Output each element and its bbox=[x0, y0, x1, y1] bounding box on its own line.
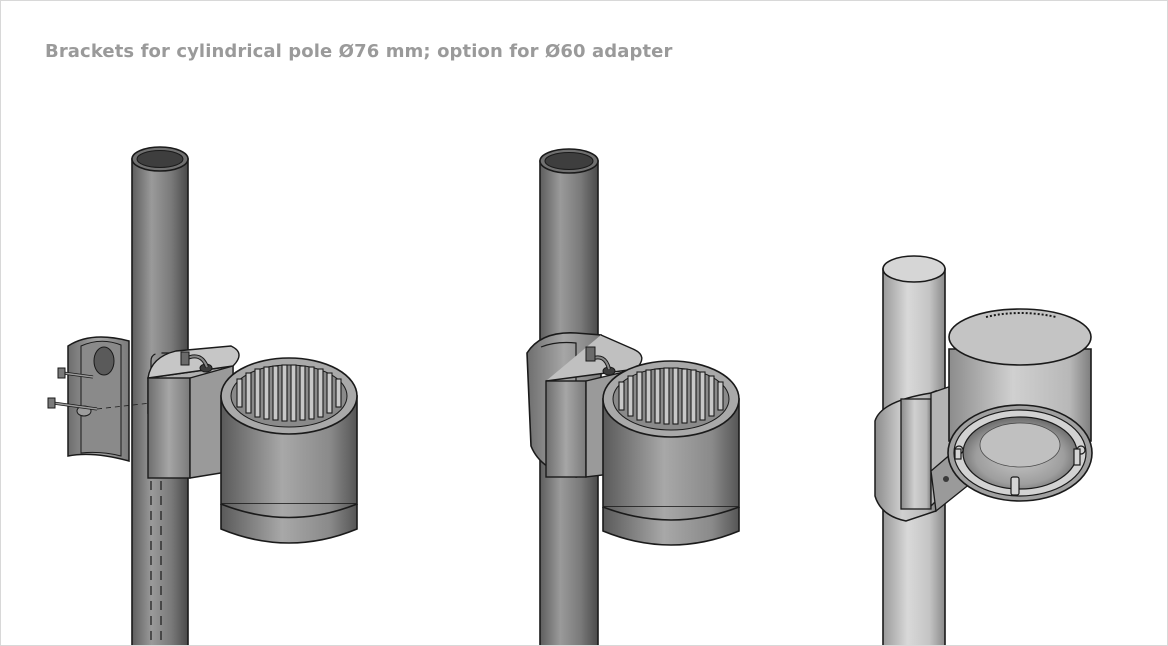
page-title: Brackets for cylindrical pole Ø76 mm; op… bbox=[45, 41, 673, 62]
assembled-mount-view bbox=[526, 148, 740, 645]
half-clamp bbox=[67, 336, 130, 462]
optic-lens bbox=[962, 416, 1078, 490]
bolt-lower bbox=[47, 397, 152, 411]
exploded-mount-view bbox=[47, 146, 358, 645]
heatsink-fins bbox=[236, 364, 342, 422]
underside-mount-view bbox=[874, 255, 1093, 645]
mounting-pins bbox=[954, 445, 1086, 496]
heatsink-fins bbox=[618, 367, 724, 425]
bolt-upper bbox=[57, 367, 94, 379]
